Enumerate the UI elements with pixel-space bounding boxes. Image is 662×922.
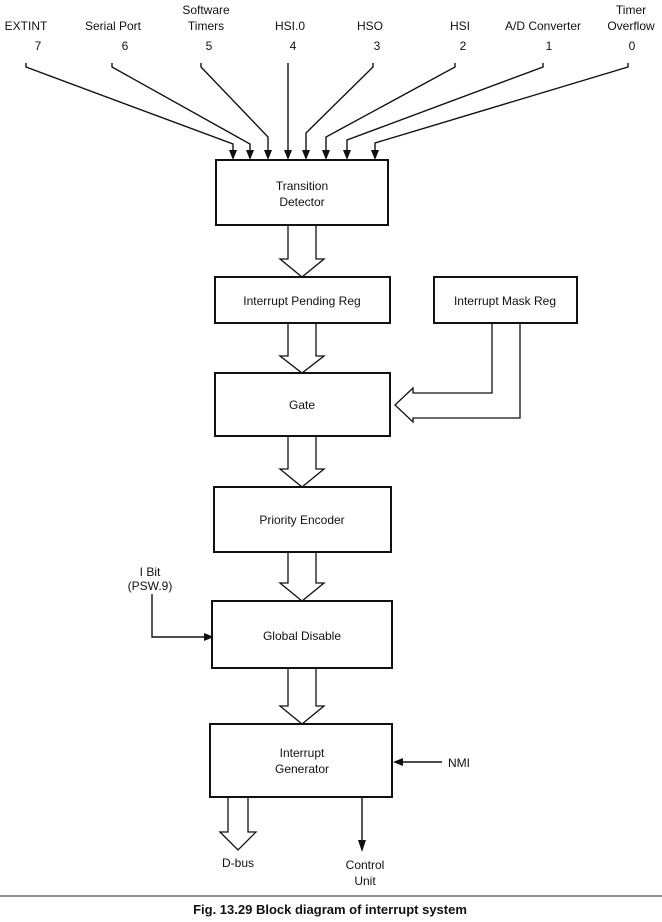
bus-arrow-detector-to-pending [278,226,326,278]
interrupt-mask-reg-block [433,276,578,324]
bus-arrow-disable-to-generator [278,669,326,725]
interrupt-pending-reg-block [214,276,391,324]
input-software-timers-label-line1: Software [182,3,230,17]
ibit-label-line1: I Bit [140,565,161,579]
arrowhead-hso [302,150,310,160]
input-hsi0-label: HSI.0 [275,19,305,33]
bus-arrow-encoder-to-disable [278,553,326,602]
figure-caption: Fig. 13.29 Block diagram of interrupt sy… [193,902,467,917]
bus-arrow-pending-to-gate [278,324,326,374]
priority-encoder-label: Priority Encoder [259,513,344,527]
input-line-timer-overflow [374,63,629,152]
input-extint-number: 7 [35,39,42,53]
transition-detector-label-line1: Transition [276,179,328,193]
interrupt-mask-reg-label: Interrupt Mask Reg [454,294,556,308]
bus-arrow-mask-to-gate [394,324,521,424]
input-ad-converter-number: 1 [546,39,553,53]
dbus-arrow [218,798,258,851]
ibit-line [151,594,206,638]
gate-label: Gate [289,398,315,412]
input-timer-overflow-number: 0 [629,39,636,53]
nmi-arrowhead [393,758,403,766]
dbus-label: D-bus [222,856,254,870]
arrowhead-extint [229,150,237,160]
input-timer-overflow-label-line2: Overflow [607,19,655,33]
arrowhead-ad-converter [343,150,351,160]
input-software-timers-number: 5 [206,39,213,53]
arrowhead-software-timers [264,150,272,160]
input-software-timers-label-line2: Timers [188,19,224,33]
ibit-label-line2: (PSW.9) [128,579,173,593]
arrowhead-hsi0 [284,150,292,160]
transition-detector-label-line2: Detector [279,195,324,209]
input-hsi-label: HSI [450,19,470,33]
input-extint-label: EXTINT [5,19,48,33]
global-disable-block [211,600,393,669]
ibit-arrowhead [204,633,214,641]
input-timer-overflow-label-line1: Timer [616,3,646,17]
nmi-label: NMI [448,756,470,770]
input-hsi0-number: 4 [290,39,297,53]
arrowhead-timer-overflow [371,150,379,160]
arrowhead-serial-port [246,150,254,160]
input-ad-converter-label: A/D Converter [505,19,581,33]
input-hso-label: HSO [357,19,383,33]
input-hso-number: 3 [374,39,381,53]
input-serial-port-label: Serial Port [85,19,142,33]
input-line-hsi [325,63,456,152]
gate-block [214,372,391,437]
interrupt-generator-block [209,723,393,798]
global-disable-label: Global Disable [263,629,341,643]
control-unit-arrowhead [358,840,366,852]
input-serial-port-number: 6 [122,39,129,53]
priority-encoder-block [213,486,392,553]
input-labels: EXTINT 7 Serial Port 6 Software Timers 5… [5,3,655,53]
input-hsi-number: 2 [460,39,467,53]
input-line-hso [305,63,374,152]
bus-arrow-gate-to-encoder [278,437,326,488]
interrupt-generator-label-line2: Generator [275,762,329,776]
arrowhead-hsi [322,150,330,160]
input-line-ad-converter [346,63,544,152]
input-line-serial-port [111,63,251,152]
control-unit-label-line1: Control [346,858,385,872]
interrupt-generator-label-line1: Interrupt [280,746,325,760]
control-unit-label-line2: Unit [354,874,376,888]
transition-detector-block [215,159,389,226]
interrupt-pending-reg-label: Interrupt Pending Reg [243,294,360,308]
input-line-extint [25,63,234,152]
input-line-software-timers [200,63,269,152]
input-lines [25,63,629,160]
